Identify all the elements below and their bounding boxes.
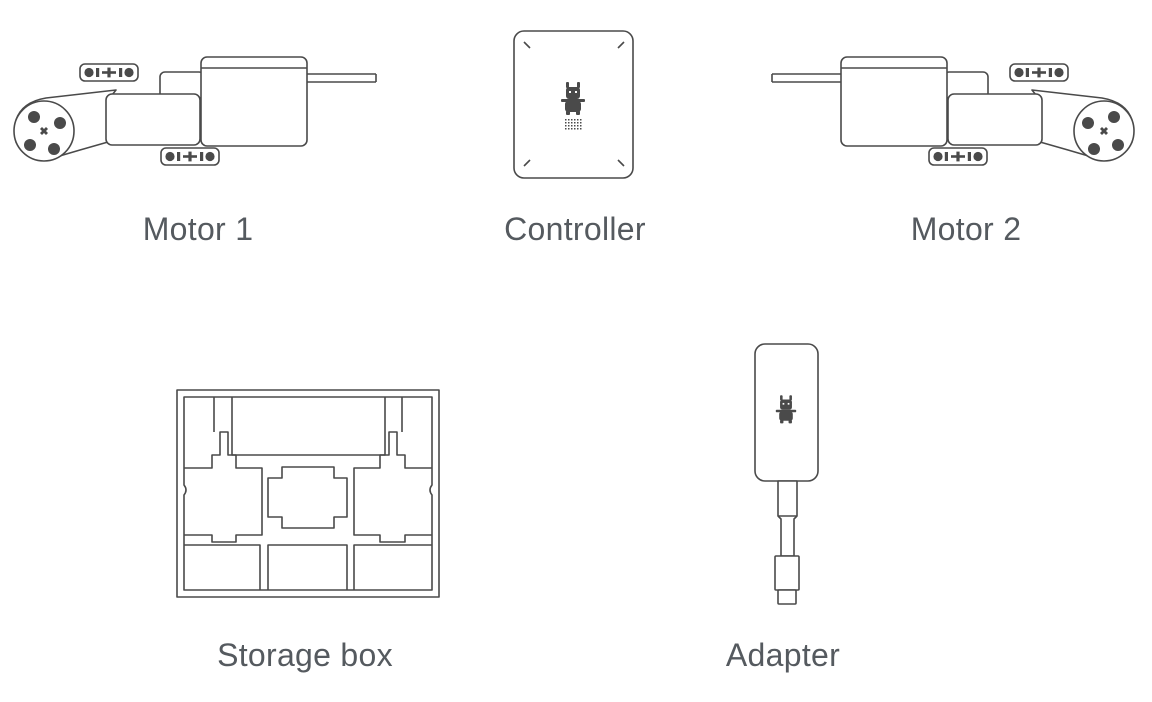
motor-2-label: Motor 2 bbox=[910, 211, 1022, 247]
controller-illustration bbox=[513, 30, 634, 179]
storage-box-illustration bbox=[176, 389, 440, 598]
motor-1-illustration bbox=[14, 57, 376, 165]
storage-box-label: Storage box bbox=[217, 637, 393, 673]
controller-label: Controller bbox=[504, 211, 646, 247]
adapter-illustration bbox=[754, 343, 819, 605]
adapter-label: Adapter bbox=[725, 637, 841, 673]
motor-1-label: Motor 1 bbox=[142, 211, 254, 247]
motor-2-illustration bbox=[772, 57, 1134, 165]
